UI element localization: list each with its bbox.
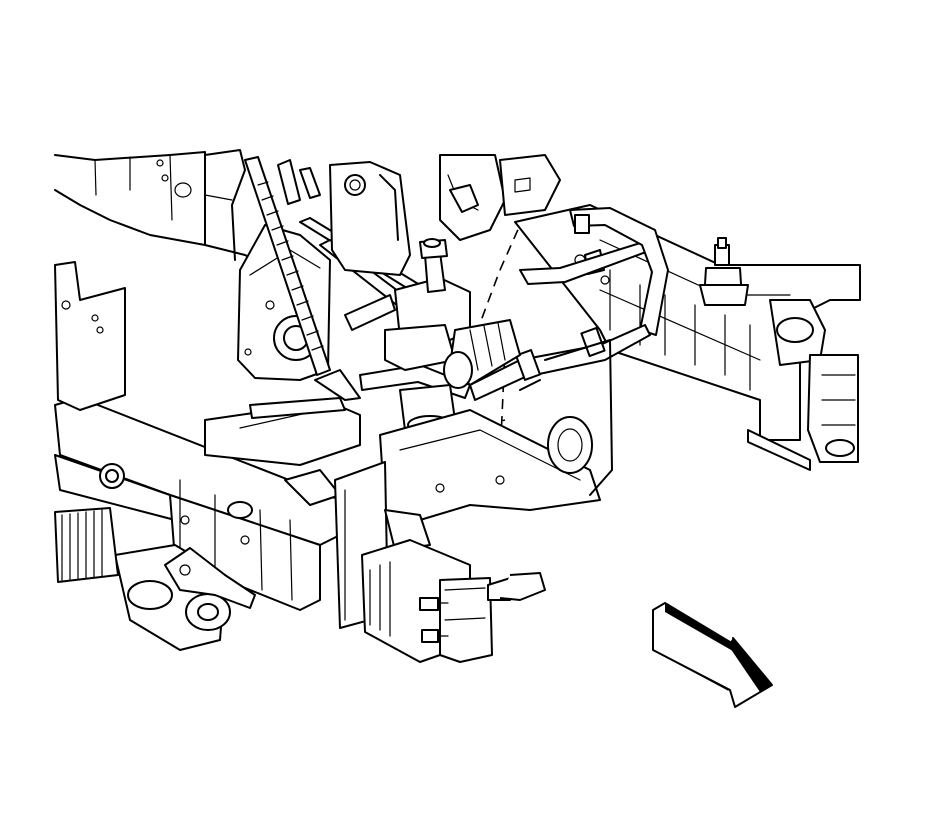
front-crossmember: [54, 397, 341, 611]
power-steering-lines: [344, 207, 669, 401]
left-boot: [54, 507, 119, 583]
right-side-mount: [747, 299, 859, 471]
center-crossmember: [379, 339, 613, 521]
arrow-icon: [652, 602, 773, 708]
tie-rod-end: [699, 237, 749, 306]
left-bushing: [114, 544, 256, 651]
control-module: [361, 539, 546, 663]
center-upper-bracket: [329, 154, 561, 276]
lower-mid-rail: [204, 397, 361, 506]
left-rail-upper: [54, 261, 126, 411]
steering-shaft: [244, 156, 361, 401]
upper-body-structure: [54, 149, 271, 269]
